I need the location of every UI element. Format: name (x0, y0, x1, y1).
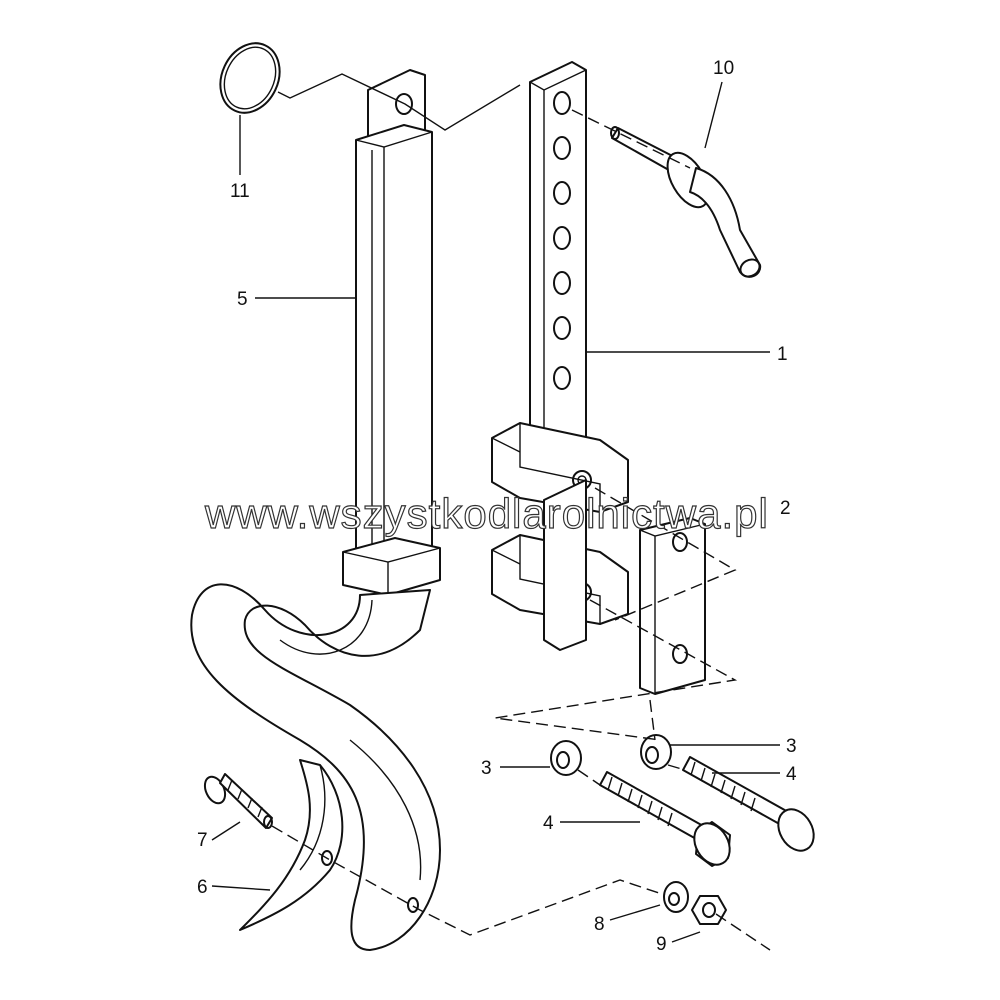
lock-washer-part-3-left (550, 740, 582, 776)
callout-5: 5 (237, 289, 248, 310)
clamp-plate-part-2 (639, 517, 706, 695)
tine-shank-part-5 (190, 69, 441, 951)
holder-bar-part-1 (491, 61, 629, 651)
callout-leaders (211, 81, 780, 943)
lock-washer-part-3-right (640, 734, 672, 770)
callout-4b: 4 (786, 764, 797, 785)
callout-9: 9 (656, 934, 667, 955)
callout-8: 8 (594, 914, 605, 935)
bolt-part-4-left (599, 771, 731, 867)
callout-1: 1 (777, 344, 788, 365)
callout-6: 6 (197, 877, 208, 898)
callout-2: 2 (780, 498, 791, 519)
carriage-bolt-part-7 (203, 773, 273, 829)
callout-10: 10 (713, 58, 734, 79)
snap-ring-part-11 (219, 42, 281, 114)
bolt-part-4-right (682, 756, 815, 852)
flat-washer-part-8 (663, 881, 689, 913)
pin-part-10 (610, 126, 762, 278)
callout-11: 11 (230, 181, 250, 202)
callout-7: 7 (197, 830, 208, 851)
tine-point-part-6 (239, 759, 344, 931)
callout-3b: 3 (786, 736, 797, 757)
watermark-text: www.wszystkodlarolnictwa.pl (204, 490, 769, 537)
nut-part-9 (691, 895, 727, 925)
callout-labels: 1 2 3 3 4 4 5 6 7 8 9 10 11 (197, 58, 797, 955)
assembly-lines (271, 73, 771, 951)
callout-4a: 4 (543, 813, 554, 834)
callout-3a: 3 (481, 758, 492, 779)
